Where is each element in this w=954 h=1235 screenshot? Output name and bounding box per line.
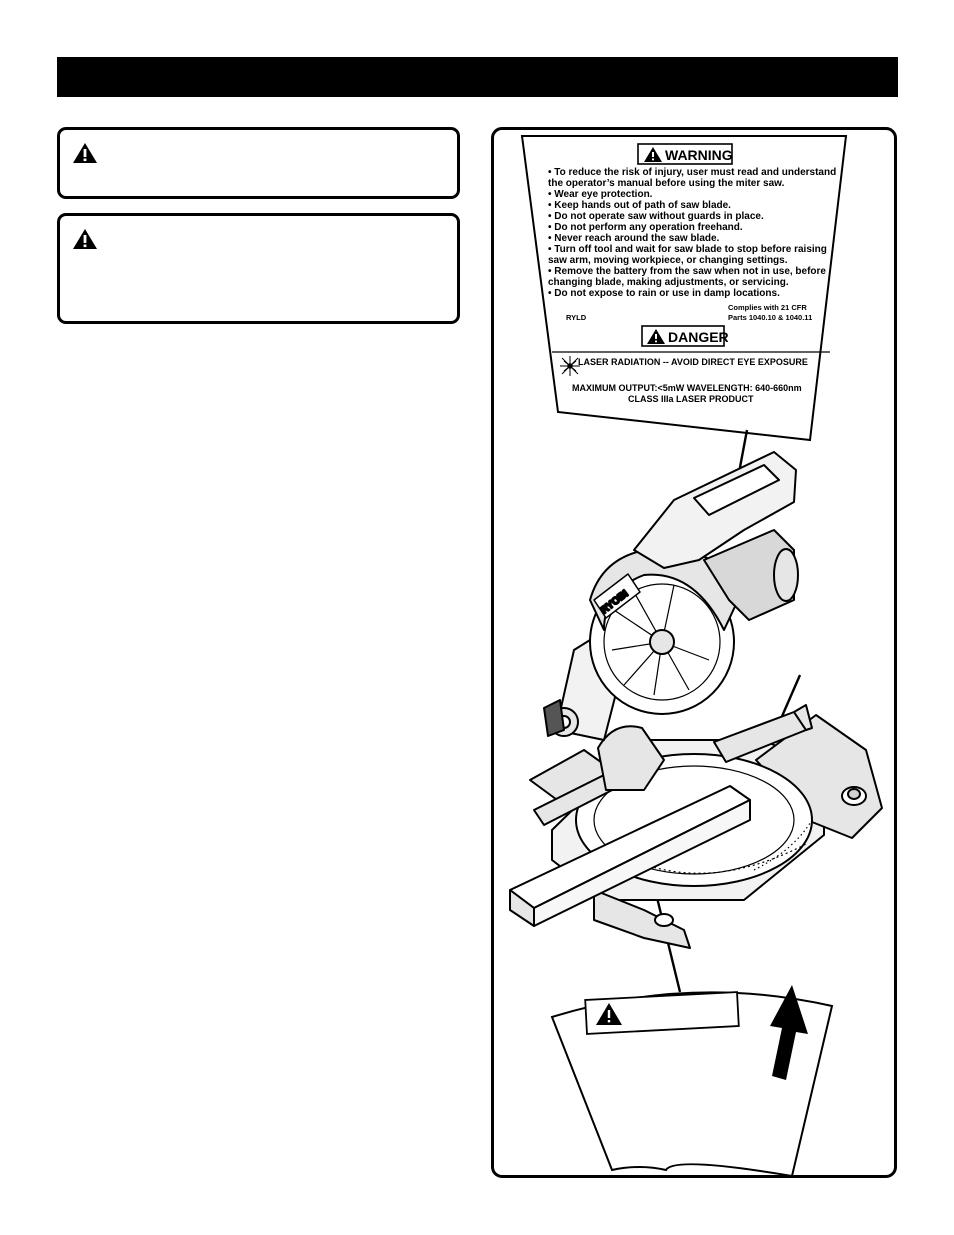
laser-output-line: MAXIMUM OUTPUT:<5mW WAVELENGTH: 640-660n…	[572, 383, 802, 393]
brand-code: RYLD	[566, 313, 587, 322]
warning-header: WARNING	[637, 143, 733, 165]
danger-header: DANGER	[641, 325, 729, 347]
warning-triangle-icon	[73, 229, 97, 249]
laser-class-line: CLASS IIIa LASER PRODUCT	[628, 394, 754, 404]
warning-label: WARNING • To reduce the risk of injury, …	[520, 135, 848, 442]
warning-item: • Keep hands out of path of saw blade.	[548, 200, 731, 211]
workpiece-board	[509, 785, 751, 927]
figure-panel: WARNING • To reduce the risk of injury, …	[491, 127, 897, 1178]
warning-item: • Do not perform any operation freehand.	[548, 222, 743, 233]
warning-header-text: WARNING	[665, 147, 733, 163]
rotation-arrow-icon	[770, 985, 808, 1080]
miter-saw-illustration: WARNING • To reduce the risk of injury, …	[509, 135, 883, 1175]
laser-starburst-icon	[560, 356, 580, 376]
warning-items: • To reduce the risk of injury, user mus…	[548, 167, 836, 299]
warning-triangle-icon	[73, 143, 97, 163]
warning-item: • Do not expose to rain or use in damp l…	[548, 288, 780, 299]
warning-box-2	[57, 213, 460, 324]
warning-item: • Wear eye protection.	[548, 189, 653, 200]
header-bar	[57, 57, 898, 97]
warning-item: changing blade, making adjustments, or s…	[548, 277, 789, 288]
miter-saw: RYOBI	[509, 451, 883, 949]
warning-item: the operator’s manual before using the m…	[548, 178, 785, 189]
blade-rotation-label	[550, 985, 834, 1175]
warning-item: • Do not operate saw without guards in p…	[548, 211, 764, 222]
warning-box-1	[57, 127, 460, 199]
warning-item: saw arm, moving workpiece, or changing s…	[548, 255, 788, 266]
danger-header-text: DANGER	[668, 329, 729, 345]
warning-item: • Never reach around the saw blade.	[548, 233, 720, 244]
laser-warning-line: LASER RADIATION -- AVOID DIRECT EYE EXPO…	[578, 357, 808, 367]
warning-item: • Turn off tool and wait for saw blade t…	[548, 244, 827, 255]
compliance-line-2: Parts 1040.10 & 1040.11	[728, 313, 812, 322]
warning-item: • To reduce the risk of injury, user mus…	[548, 167, 836, 178]
warning-item: • Remove the battery from the saw when n…	[548, 266, 826, 277]
compliance-line-1: Complies with 21 CFR	[728, 303, 807, 312]
